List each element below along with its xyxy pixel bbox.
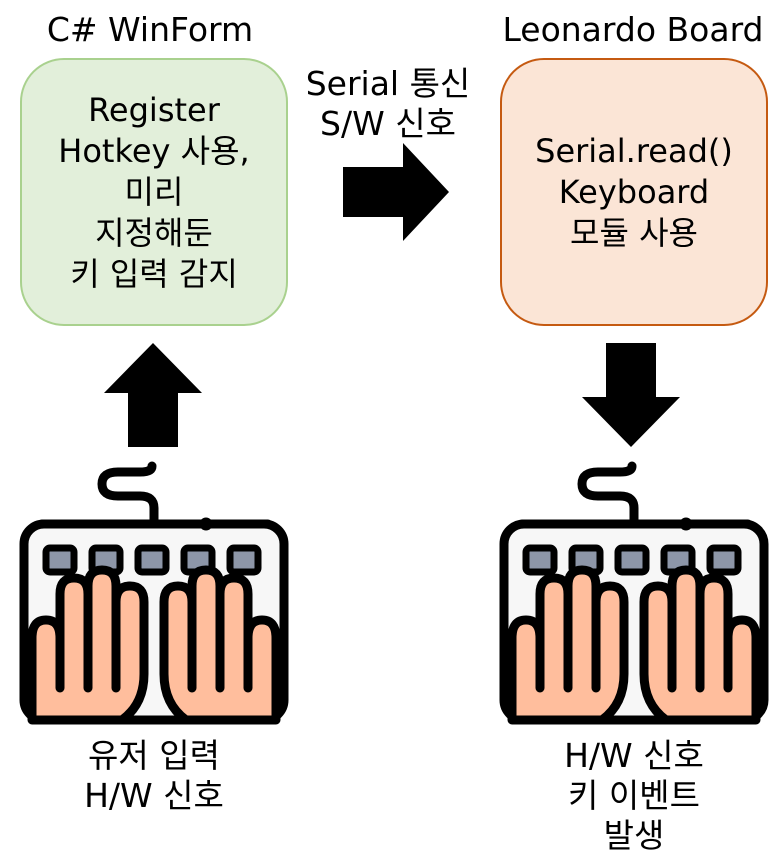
- leonardo-box-line-3: 모듈 사용: [570, 213, 698, 252]
- serial-link-line-1: Serial 통신: [305, 64, 471, 103]
- right-caption-line-2: 키 이벤트: [568, 776, 700, 815]
- winform-box-line-5: 키 입력 감지: [70, 254, 238, 293]
- leonardo-box-line-1: Serial.read(): [535, 131, 733, 170]
- serial-link-label: Serial 통신 S/W 신호: [288, 64, 488, 144]
- winform-box: Register Hotkey 사용, 미리 지정해둔 키 입력 감지: [20, 58, 288, 326]
- leonardo-box: Serial.read() Keyboard 모듈 사용: [500, 58, 768, 326]
- left-caption-line-2: H/W 신호: [84, 776, 224, 815]
- serial-link-line-2: S/W 신호: [320, 104, 456, 143]
- winform-box-line-4: 지정해둔: [95, 213, 213, 252]
- winform-box-line-2: Hotkey 사용,: [58, 131, 250, 170]
- keyboard-typing-icon: [19, 461, 289, 725]
- arrow-down-icon: [582, 343, 680, 447]
- left-keyboard-caption: 유저 입력 H/W 신호: [4, 736, 304, 816]
- arrow-up-icon: [104, 343, 202, 447]
- arrow-right-icon: [343, 143, 449, 241]
- left-system-title: C# WinForm: [46, 10, 254, 49]
- winform-box-line-3: 미리: [124, 172, 184, 211]
- winform-box-line-1: Register: [88, 90, 220, 129]
- right-system-title: Leonardo Board: [502, 10, 764, 49]
- keyboard-typing-icon: [499, 461, 769, 725]
- right-caption-line-3: 발생: [603, 816, 665, 855]
- left-caption-line-1: 유저 입력: [88, 736, 220, 775]
- leonardo-box-line-2: Keyboard: [558, 172, 710, 211]
- right-keyboard-caption: H/W 신호 키 이벤트 발생: [484, 736, 783, 856]
- right-caption-line-1: H/W 신호: [564, 736, 704, 775]
